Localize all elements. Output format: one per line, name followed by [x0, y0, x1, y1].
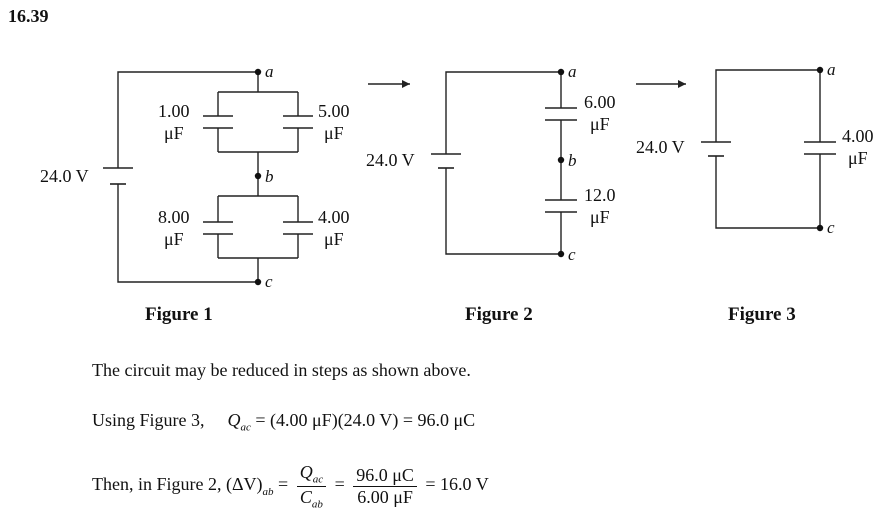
node-a-label: a: [265, 62, 274, 81]
figure-1-circuit: a b c 24.0 V 1.00 μF 5.00 μF 8.00 μF 4.0…: [40, 62, 350, 325]
fig2-node-a-label: a: [568, 62, 577, 81]
line3-intro: Then, in Figure 2,: [92, 474, 222, 495]
fig2-node-c-label: c: [568, 245, 576, 264]
figure2-voltage: 24.0 V: [366, 150, 415, 170]
cap-1-value: 1.00: [158, 101, 190, 121]
line3-lhs-sub: ab: [262, 485, 274, 498]
frac1-den-sub: ab: [311, 498, 323, 511]
circuit-diagrams: a b c 24.0 V 1.00 μF 5.00 μF 8.00 μF 4.0…: [40, 60, 874, 325]
node-b-dot: [254, 172, 262, 180]
figure-2-circuit: a b c 24.0 V 6.00 μF 12.0 μF Figure 2: [366, 62, 616, 325]
frac1-num: Q: [299, 462, 313, 482]
figure-1-title: Figure 1: [145, 304, 213, 325]
fig2-cap-bottom-value: 12.0: [584, 185, 616, 205]
cap-2-unit: μF: [324, 123, 344, 143]
fig2-node-b-label: b: [568, 151, 577, 170]
line3-lhs: (ΔV): [225, 474, 263, 495]
figure-2-title: Figure 2: [465, 304, 533, 325]
fig3-cap-value: 4.00: [842, 126, 874, 146]
figure-3-title: Figure 3: [728, 304, 796, 325]
text-line-1: The circuit may be reduced in steps as s…: [92, 360, 471, 380]
arrow-right-icon: [368, 80, 410, 88]
node-b-label: b: [265, 167, 274, 186]
line2-q: Q: [227, 410, 241, 430]
cap-3-value: 8.00: [158, 207, 190, 227]
fig3-node-c-label: c: [827, 218, 835, 237]
figure-3-circuit: a c 24.0 V 4.00 μF Figure 3: [636, 60, 874, 325]
line2-q-sub: ac: [240, 421, 251, 434]
line2-intro: Using Figure 3,: [92, 410, 205, 430]
text-line-2: Using Figure 3, Qac = (4.00 μF)(24.0 V) …: [92, 410, 475, 434]
fig2-cap-top-value: 6.00: [584, 92, 616, 112]
fraction-q-over-c: Qac Cab: [296, 462, 327, 511]
node-c-label: c: [265, 272, 273, 291]
line3-result: = 16.0 V: [425, 474, 489, 495]
frac2-num: 96.0 μC: [353, 465, 417, 487]
node-c-dot: [254, 278, 262, 286]
line2-expression: = (4.00 μF)(24.0 V) = 96.0 μC: [255, 410, 476, 430]
cap-3-unit: μF: [164, 229, 184, 249]
frac2-den: 6.00 μF: [357, 486, 413, 507]
frac1-num-sub: ac: [312, 473, 324, 486]
cap-4-unit: μF: [324, 229, 344, 249]
fraction-values: 96.0 μC 6.00 μF: [353, 465, 417, 508]
text-line-3: Then, in Figure 2, (ΔV)ab = Qac Cab = 96…: [92, 462, 489, 511]
fig2-cap-top-unit: μF: [590, 114, 610, 134]
problem-number: 16.39: [8, 6, 49, 26]
node-a-dot: [254, 68, 262, 76]
cap-4-value: 4.00: [318, 207, 350, 227]
fig3-cap-unit: μF: [848, 148, 868, 168]
figure3-voltage: 24.0 V: [636, 137, 685, 157]
arrow-right-icon: [636, 80, 686, 88]
cap-1-unit: μF: [164, 123, 184, 143]
fig3-node-a-label: a: [827, 60, 836, 79]
frac1-den: C: [299, 486, 312, 507]
figure1-voltage: 24.0 V: [40, 166, 89, 186]
fig2-cap-bottom-unit: μF: [590, 207, 610, 227]
cap-2-value: 5.00: [318, 101, 350, 121]
